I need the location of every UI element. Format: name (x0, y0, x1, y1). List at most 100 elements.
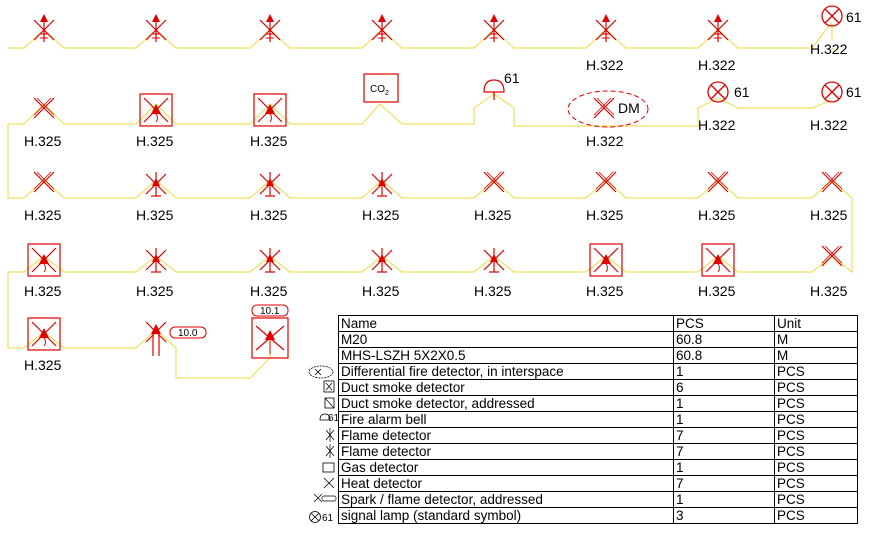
cell-unit: PCS (774, 411, 858, 428)
heat-detector-icon (707, 171, 729, 193)
address-label: 10.1 (260, 306, 280, 317)
duct-addressed-legend-icon (324, 397, 335, 409)
cell-unit: PCS (774, 379, 858, 396)
cell-pcs: 7 (673, 475, 775, 492)
cell-pcs: 3 (673, 507, 775, 524)
lamp-code: 61 (846, 9, 862, 25)
duct-smoke-detector-icon (253, 93, 287, 127)
cell-unit: PCS (774, 459, 858, 476)
device-label: H.325 (474, 283, 512, 299)
device-label: H.322 (586, 57, 624, 73)
heat-detector-icon (33, 171, 55, 193)
header-unit: Unit (774, 315, 858, 332)
device-label: H.325 (362, 207, 400, 223)
device-label: H.325 (698, 207, 736, 223)
device-label: H.325 (474, 207, 512, 223)
differential-legend-icon (308, 365, 334, 379)
row-3-devices (33, 171, 843, 197)
table-header-row: Name PCS Unit (338, 315, 858, 332)
cell-name: Heat detector (338, 475, 674, 492)
cell-name: signal lamp (standard symbol) (338, 507, 674, 524)
cell-pcs: 7 (673, 443, 775, 460)
flame-detector-icon (259, 171, 281, 197)
device-label: H.325 (250, 207, 288, 223)
row-1-flame-detectors (33, 5, 843, 43)
cell-unit: PCS (774, 427, 858, 444)
duct-smoke-detector-icon (27, 243, 61, 277)
differential-detector-outline (567, 90, 649, 128)
flame-detector-icon (33, 13, 55, 43)
device-label: H.322 (810, 41, 848, 57)
duct-smoke-detector-icon (701, 243, 735, 277)
signal-lamp-icon (821, 5, 843, 27)
cell-unit: PCS (774, 363, 858, 380)
cell-pcs: 60.8 (673, 331, 775, 348)
flame-detector-icon (145, 171, 167, 197)
cell-unit: M (774, 347, 858, 364)
device-label: H.325 (250, 133, 288, 149)
lamp-code: 61 (846, 84, 862, 100)
cell-unit: PCS (774, 443, 858, 460)
cell-unit: M (774, 331, 858, 348)
device-label: H.322 (810, 117, 848, 133)
flame-detector-icon (483, 247, 505, 273)
device-label: H.325 (586, 207, 624, 223)
device-label: H.325 (250, 283, 288, 299)
signal-lamp-icon (707, 81, 729, 103)
device-label: H.325 (136, 207, 174, 223)
differential-fire-detector-icon (593, 97, 615, 119)
cell-pcs: 7 (673, 427, 775, 444)
gas-label: CO2 (370, 84, 389, 97)
device-label: H.325 (810, 207, 848, 223)
cell-name: Flame detector (338, 443, 674, 460)
device-label: H.325 (24, 283, 62, 299)
signal-lamp-icon (821, 81, 843, 103)
flame-detector-icon (371, 247, 393, 273)
cell-name: M20 (338, 331, 674, 348)
device-label: H.325 (136, 283, 174, 299)
cell-pcs: 1 (673, 491, 775, 508)
heat-detector-icon (821, 171, 843, 193)
header-pcs: PCS (673, 315, 775, 332)
cell-pcs: 6 (673, 379, 775, 396)
gas-legend-icon (322, 462, 335, 473)
device-label: H.325 (810, 283, 848, 299)
duct-smoke-detector-icon (139, 93, 173, 127)
cell-name: Spark / flame detector, addressed (338, 491, 674, 508)
cell-pcs: 1 (673, 395, 775, 412)
flame-detector-icon (371, 13, 393, 43)
cell-name: MHS-LSZH 5X2X0.5 (338, 347, 674, 364)
table-row: Differential fire detector, in interspac… (338, 363, 858, 380)
device-label: H.322 (586, 133, 624, 149)
device-label: H.325 (698, 283, 736, 299)
cell-name: Flame detector (338, 427, 674, 444)
lamp-legend-code: 61 (322, 513, 334, 524)
bell-legend-code: 61 (328, 413, 340, 424)
lamp-code: 61 (734, 84, 750, 100)
fire-alarm-bell-icon (483, 79, 505, 100)
cell-pcs: 1 (673, 411, 775, 428)
legend-symbols (308, 365, 337, 523)
header-name: Name (338, 315, 674, 332)
cell-unit: PCS (774, 491, 858, 508)
flame-detector-icon (483, 13, 505, 43)
cell-name: Duct smoke detector (338, 379, 674, 396)
cell-name: Gas detector (338, 459, 674, 476)
device-label: H.325 (24, 207, 62, 223)
cell-name: Differential fire detector, in interspac… (338, 363, 674, 380)
device-label: H.325 (362, 283, 400, 299)
cell-unit: PCS (774, 395, 858, 412)
cell-pcs: 60.8 (673, 347, 775, 364)
cell-name: Duct smoke detector, addressed (338, 395, 674, 412)
gas-detector-icon (363, 73, 399, 103)
